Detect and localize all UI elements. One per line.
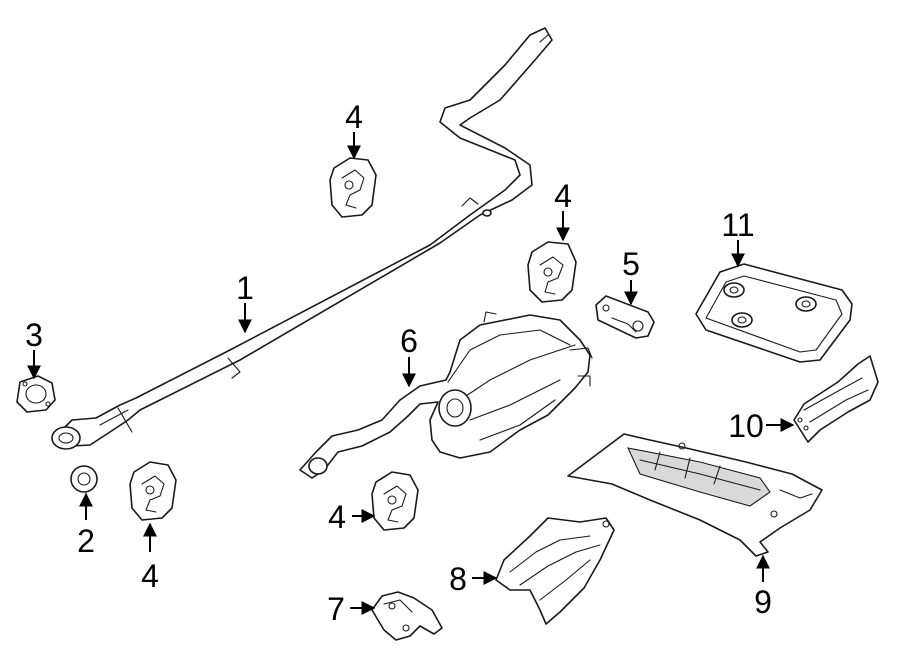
callout-10: 10 [728, 408, 764, 444]
callout-5: 5 [622, 246, 640, 282]
small-heat-shield-bracket[interactable] [371, 591, 443, 641]
callout-3: 3 [25, 317, 43, 353]
cover-plate[interactable] [695, 263, 853, 363]
rear-muffler[interactable] [299, 311, 593, 479]
callout-9: 9 [754, 584, 772, 620]
side-heat-shield[interactable] [793, 355, 879, 443]
front-exhaust-pipe[interactable] [51, 27, 553, 450]
hanger-insulator-bottom-left[interactable] [129, 461, 177, 521]
callout-8: 8 [449, 561, 467, 597]
gasket-ring[interactable] [70, 465, 98, 493]
callout-leaders [27, 132, 795, 615]
callout-numbers: 1 2 3 4 4 4 4 5 6 7 8 9 10 11 [25, 99, 772, 627]
heat-shield-rear[interactable] [495, 517, 615, 625]
callout-2: 2 [77, 523, 95, 559]
callout-11: 11 [721, 207, 754, 243]
callout-4-right: 4 [554, 178, 572, 214]
callout-7: 7 [327, 591, 345, 627]
hanger-insulator-right[interactable] [527, 241, 577, 303]
callout-1: 1 [236, 270, 254, 306]
callout-4-top: 4 [345, 99, 363, 135]
underbody-heat-shield[interactable] [567, 433, 823, 557]
callout-4-bottom-left: 4 [141, 558, 159, 594]
callout-6: 6 [400, 323, 418, 359]
callout-4-bottom-center: 4 [328, 499, 346, 535]
hanger-bracket[interactable] [595, 295, 655, 339]
hanger-insulator-top[interactable] [329, 157, 377, 218]
hanger-insulator-bottom-center[interactable] [371, 471, 419, 531]
flange-gasket[interactable] [16, 375, 56, 413]
